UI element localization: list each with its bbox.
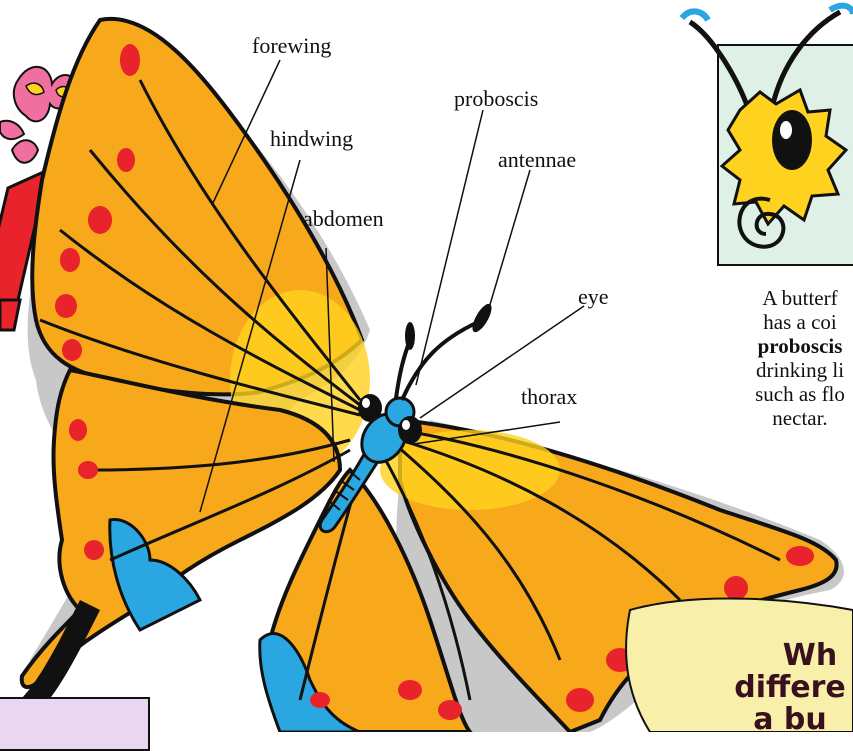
question-line-3: a bu — [660, 704, 853, 736]
caption-line-5: such as flo — [700, 382, 853, 406]
label-abdomen: abdomen — [303, 206, 384, 232]
question-line-1: Wh — [660, 640, 853, 672]
label-proboscis: proboscis — [454, 86, 538, 112]
label-antennae: antennae — [498, 147, 576, 173]
inset-panel — [717, 44, 853, 266]
label-eye: eye — [578, 284, 609, 310]
question-line-2: differe — [660, 672, 853, 704]
inset-caption: A butterf has a coi proboscis drinking l… — [700, 286, 853, 430]
butterfly-diagram: forewing hindwing abdomen proboscis ante… — [0, 0, 853, 732]
caption-line-1: A butterf — [700, 286, 853, 310]
label-hindwing: hindwing — [270, 126, 353, 152]
caption-line-2: has a coi — [700, 310, 853, 334]
caption-line-3: proboscis — [700, 334, 853, 358]
label-forewing: forewing — [252, 33, 331, 59]
question-heading: Wh differe a bu — [660, 640, 853, 736]
label-thorax: thorax — [521, 384, 577, 410]
caption-line-4: drinking li — [700, 358, 853, 382]
purple-box — [0, 697, 150, 751]
caption-bold-term: proboscis — [758, 334, 843, 358]
caption-line-6: nectar. — [700, 406, 853, 430]
